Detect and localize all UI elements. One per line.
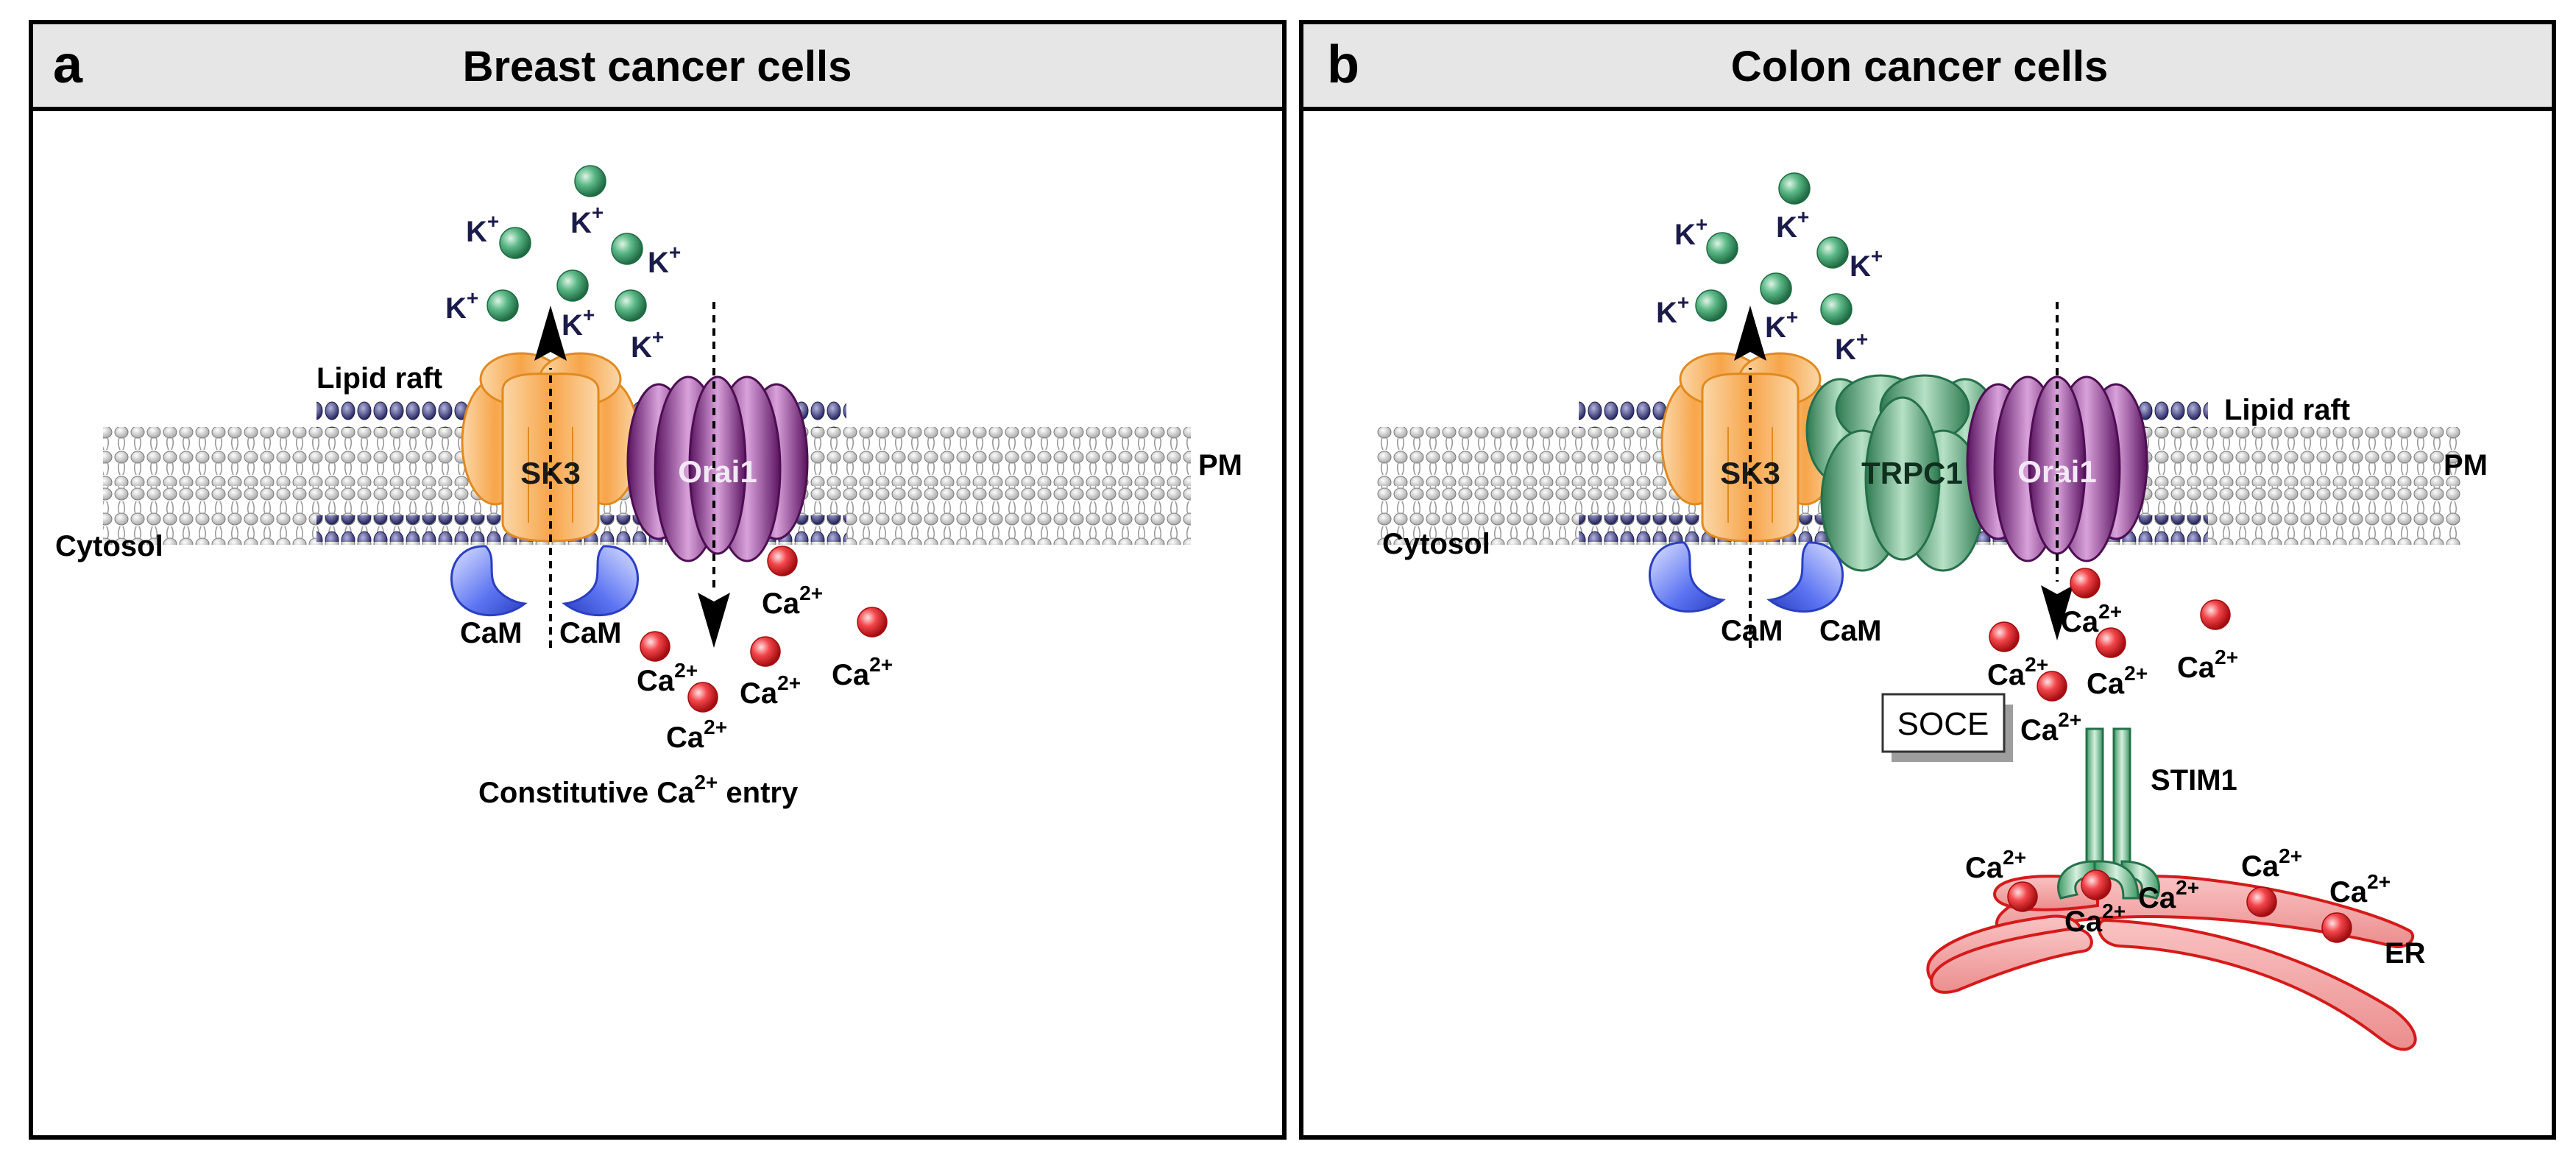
k-efflux-arrow-b (1734, 306, 1766, 648)
svg-text:Ca2+: Ca2+ (2064, 900, 2126, 938)
svg-text:K+: K+ (1850, 244, 1883, 283)
panel-a-frame (29, 20, 1287, 1140)
svg-text:K+: K+ (1776, 205, 1809, 244)
cam-left-label: CaM (460, 617, 522, 649)
svg-text:Ca2+: Ca2+ (832, 653, 893, 691)
panel-b-header (1303, 24, 2552, 109)
svg-text:Ca2+: Ca2+ (740, 671, 801, 710)
potassium-labels: K+ K+ K+ K+ K+ K+ (445, 201, 681, 364)
panel-b-title: Colon cancer cells (1731, 43, 2109, 91)
soce-label: SOCE (1897, 706, 1989, 742)
svg-text:Ca2+: Ca2+ (2020, 708, 2081, 747)
svg-text:Ca2+: Ca2+ (1987, 653, 2048, 691)
svg-text:Ca2+: Ca2+ (2087, 662, 2148, 700)
svg-text:Ca2+: Ca2+ (2061, 600, 2122, 638)
lipid-raft-label: Lipid raft (316, 362, 442, 395)
svg-text:K+: K+ (570, 201, 604, 239)
svg-text:Ca2+: Ca2+ (1965, 846, 2026, 884)
svg-text:Ca2+: Ca2+ (2177, 646, 2238, 684)
svg-text:Ca2+: Ca2+ (2138, 876, 2199, 914)
cam-left-label-b: CaM (1721, 615, 1783, 647)
stim1-protein (2057, 727, 2160, 900)
ca-influx-arrow (698, 302, 730, 648)
panel-a-header (33, 24, 1282, 109)
svg-text:Ca2+: Ca2+ (2329, 870, 2391, 908)
er-lower-right (2097, 918, 2417, 1051)
panel-b-letter: b (1327, 35, 1359, 94)
svg-text:K+: K+ (445, 286, 478, 325)
k-efflux-arrow (534, 306, 567, 648)
lipid-raft-label-b: Lipid raft (2224, 394, 2350, 426)
cam-right-label-b: CaM (1819, 615, 1881, 647)
potassium-labels-b: K+ K+ K+ K+ K+ K+ (1656, 205, 1883, 366)
svg-text:Ca2+: Ca2+ (637, 659, 698, 697)
panel-a-title: Breast cancer cells (463, 43, 852, 91)
er-label: ER (2385, 937, 2426, 970)
panel-b-frame (1299, 20, 2556, 1140)
orai1-label: Orai1 (678, 454, 757, 489)
svg-text:Ca2+: Ca2+ (762, 582, 823, 620)
calcium-labels-b: Ca2+ Ca2+ Ca2+ Ca2+ Ca2+ Ca2+ Ca2+ Ca2+ … (1965, 600, 2391, 938)
calcium-labels: Ca2+ Ca2+ Ca2+ Ca2+ Ca2+ (637, 582, 893, 754)
orai1-label-b: Orai1 (2017, 454, 2096, 489)
cam-right-label: CaM (559, 617, 621, 649)
svg-text:K+: K+ (1674, 213, 1708, 251)
panel-a: a Breast cancer cells Lipid raft PM Cyto… (29, 20, 1287, 1140)
svg-text:Ca2+: Ca2+ (2241, 844, 2302, 883)
cytosol-label-b: Cytosol (1382, 528, 1490, 560)
svg-text:K+: K+ (648, 241, 681, 279)
trpc1-label: TRPC1 (1861, 456, 1963, 490)
svg-text:Ca2+: Ca2+ (666, 716, 727, 754)
soce-box: SOCE (1881, 693, 2013, 762)
ca-influx-arrow-b (2041, 302, 2073, 641)
svg-text:K+: K+ (631, 325, 664, 364)
panel-a-letter: a (53, 35, 83, 94)
panel-b: b Colon cancer cells Lipid raft PM Cytos… (1299, 20, 2556, 1140)
cytosol-label: Cytosol (55, 530, 163, 562)
er-left-wing (1930, 927, 2093, 994)
constitutive-entry-caption: Constitutive Ca2+ entry (478, 771, 799, 809)
svg-text:K+: K+ (1835, 328, 1868, 366)
stim1-label: STIM1 (2151, 764, 2237, 797)
pm-label-b: PM (2444, 449, 2488, 481)
svg-text:K+: K+ (1656, 291, 1689, 329)
svg-text:K+: K+ (466, 210, 499, 248)
pm-label: PM (1198, 449, 1242, 481)
svg-text:K+: K+ (562, 303, 595, 342)
svg-text:K+: K+ (1765, 306, 1798, 344)
